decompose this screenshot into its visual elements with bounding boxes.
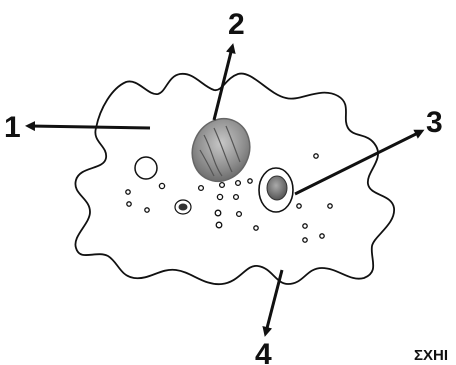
label-4: 4	[255, 338, 272, 365]
figure-caption: ΣΧΗΙ	[414, 347, 448, 364]
contractile-vacuole	[135, 157, 157, 179]
arrow-4	[266, 270, 282, 332]
cell-membrane	[75, 74, 394, 285]
small-inclusion	[175, 200, 191, 214]
arrow-1	[30, 126, 150, 128]
label-3: 3	[426, 106, 443, 139]
arrow-2	[214, 48, 232, 120]
label-2: 2	[228, 8, 245, 41]
arrow-3	[295, 132, 420, 194]
food-vacuole	[259, 168, 293, 212]
label-1: 1	[4, 111, 21, 144]
nucleus	[182, 109, 260, 191]
